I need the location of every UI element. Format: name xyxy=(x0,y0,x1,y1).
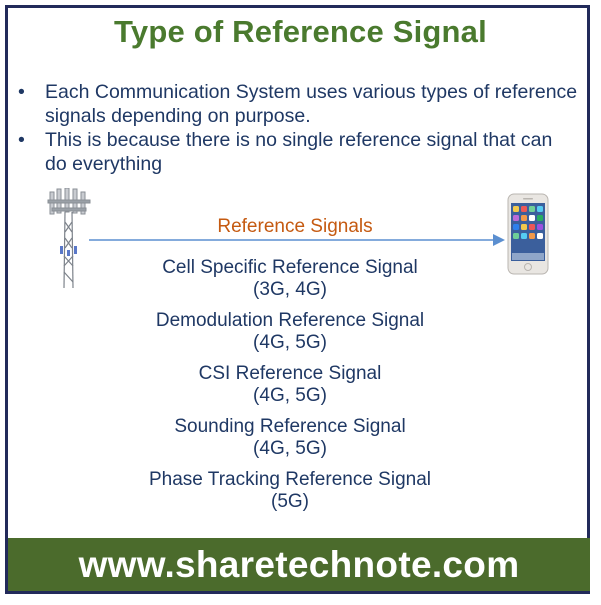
bullet-list: • Each Communication System uses various… xyxy=(18,80,578,176)
bullet-item: • This is because there is no single ref… xyxy=(18,128,578,176)
bullet-marker: • xyxy=(18,129,25,151)
bullet-marker: • xyxy=(18,81,25,103)
signal-item: Phase Tracking Reference Signal (5G) xyxy=(90,469,490,513)
signal-generations: (4G, 5G) xyxy=(253,438,327,459)
footer-banner: www.sharetechnote.com xyxy=(8,538,590,591)
signal-name: Sounding Reference Signal xyxy=(174,416,406,437)
signal-name: CSI Reference Signal xyxy=(198,363,382,384)
bullet-text: This is because there is no single refer… xyxy=(45,129,553,175)
signal-generations: (5G) xyxy=(271,491,309,512)
signal-name: Cell Specific Reference Signal xyxy=(162,257,418,278)
diagram-label: Reference Signals xyxy=(217,216,373,237)
cell-tower-icon xyxy=(47,188,91,289)
bullet-item: • Each Communication System uses various… xyxy=(18,80,578,128)
signal-list: Cell Specific Reference Signal (3G, 4G) … xyxy=(90,257,490,522)
signal-item: CSI Reference Signal (4G, 5G) xyxy=(90,363,490,407)
signal-item: Demodulation Reference Signal (4G, 5G) xyxy=(90,310,490,354)
signal-generations: (4G, 5G) xyxy=(253,385,327,406)
signal-name: Demodulation Reference Signal xyxy=(155,310,425,331)
website-url[interactable]: www.sharetechnote.com xyxy=(78,543,520,585)
signal-name: Phase Tracking Reference Signal xyxy=(149,469,431,490)
slide-title: Type of Reference Signal xyxy=(114,14,487,49)
slide-frame xyxy=(5,5,590,594)
signal-generations: (3G, 4G) xyxy=(253,279,327,300)
signal-generations: (4G, 5G) xyxy=(253,332,327,353)
signal-item: Sounding Reference Signal (4G, 5G) xyxy=(90,416,490,460)
signal-item: Cell Specific Reference Signal (3G, 4G) xyxy=(90,257,490,301)
bullet-text: Each Communication System uses various t… xyxy=(45,81,578,127)
smartphone-icon xyxy=(507,193,549,275)
